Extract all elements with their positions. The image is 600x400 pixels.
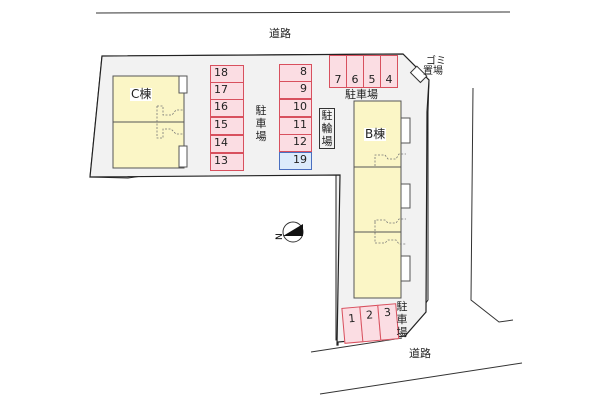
compass-north-arrow-icon: N <box>275 221 304 243</box>
bicycle-parking-label: 駐輪場 <box>319 108 335 149</box>
west-parking-label: 駐車場 <box>255 104 267 143</box>
parking-stall: 12 <box>279 134 312 152</box>
south-parking-label: 駐車場 <box>396 300 408 339</box>
building-c-label: C棟 <box>130 87 153 101</box>
north-parking-label: 駐車場 <box>345 88 378 101</box>
north-road-edge <box>95 11 511 14</box>
parking-stall: 6 <box>346 55 364 88</box>
parking-stall: 5 <box>363 55 381 88</box>
east-road-edge <box>470 87 514 323</box>
building-b-label: B棟 <box>364 127 387 141</box>
building-c-balcony-2 <box>178 145 188 168</box>
building-b-stairs <box>374 218 406 245</box>
garbage-label-line1: ゴミ <box>426 56 446 67</box>
building-b-balcony-2 <box>400 183 411 209</box>
parking-stall-highlighted: 19 <box>279 152 312 170</box>
south-road-edge-2 <box>319 362 523 395</box>
building-c-balcony-1 <box>178 75 188 94</box>
parking-stall: 15 <box>210 117 244 135</box>
parking-stall: 18 <box>210 65 244 83</box>
south-road-edge-1 <box>310 337 403 353</box>
parking-stall: 11 <box>279 117 312 135</box>
garbage-label-line2: 置場 <box>423 66 443 77</box>
parking-stall: 16 <box>210 99 244 117</box>
north-road-label: 道路 <box>269 27 291 40</box>
building-b-balcony-3 <box>400 255 411 282</box>
parking-row-south: 1 2 3 <box>341 299 404 344</box>
south-road-label: 道路 <box>409 347 431 360</box>
garbage-area <box>409 65 428 84</box>
parking-stall: 14 <box>210 135 244 153</box>
parking-stall: 7 <box>329 55 347 88</box>
building-b-balcony-1 <box>400 117 411 144</box>
svg-text:N: N <box>275 233 285 240</box>
building-c-stairs <box>156 105 184 139</box>
parking-stall: 10 <box>279 99 312 117</box>
parking-stall: 13 <box>210 153 244 171</box>
parking-stall: 9 <box>279 81 312 99</box>
parking-stall: 4 <box>380 55 398 88</box>
parking-stall: 17 <box>210 82 244 100</box>
parking-stall: 8 <box>279 64 312 82</box>
